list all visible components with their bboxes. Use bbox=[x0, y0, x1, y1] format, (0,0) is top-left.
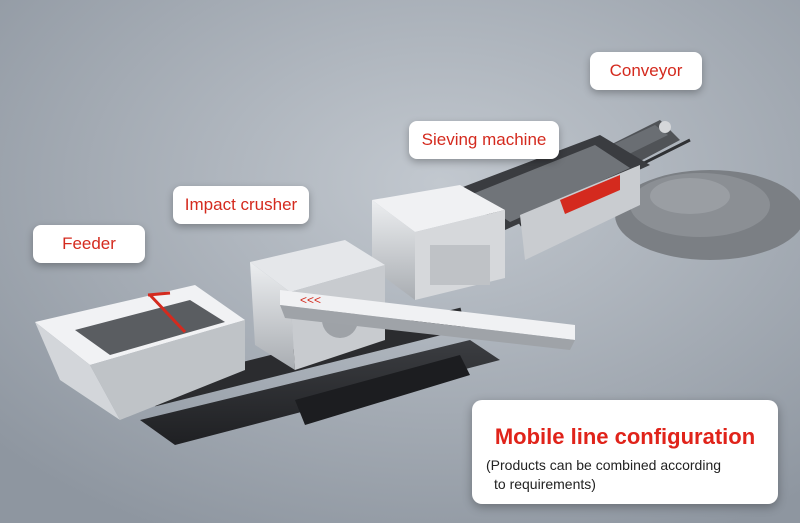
impact-crusher-label: Impact crusher bbox=[173, 186, 309, 224]
feeder-hopper bbox=[35, 285, 245, 420]
configuration-note: (Products can be combined according to r… bbox=[486, 456, 766, 494]
configuration-title: Mobile line configuration bbox=[494, 424, 756, 449]
feeder-label: Feeder bbox=[33, 225, 145, 263]
svg-text:<<<: <<< bbox=[300, 293, 321, 307]
sieving-machine bbox=[455, 135, 650, 260]
conveyor-label: Conveyor bbox=[590, 52, 702, 90]
configuration-info-card: Mobile line configuration (Products can … bbox=[472, 400, 778, 504]
configuration-note-line-2: to requirements) bbox=[494, 476, 596, 492]
configuration-note-line-1: (Products can be combined according bbox=[486, 457, 722, 473]
gravel-pile bbox=[615, 170, 800, 260]
discharge-conveyor: <<< bbox=[280, 290, 575, 350]
power-unit bbox=[372, 185, 505, 300]
sieving-machine-label: Sieving machine bbox=[409, 121, 559, 159]
